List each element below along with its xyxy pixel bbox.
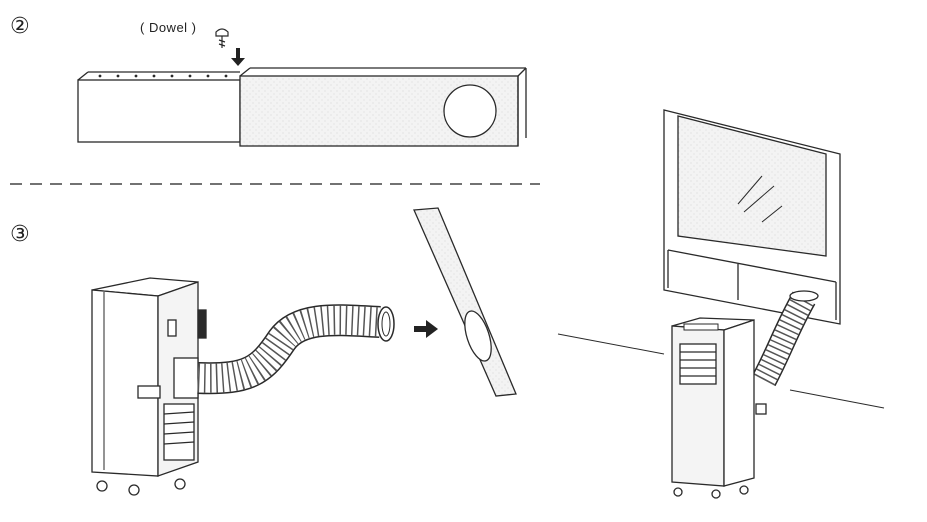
arrow-right-icon: [414, 320, 438, 338]
dowel-screw-icon: [215, 28, 229, 48]
arrow-down-icon: [231, 48, 245, 66]
window-slider-panel: [77, 67, 527, 147]
exhaust-hose: [197, 304, 395, 395]
wall-line: [557, 333, 885, 409]
step-3-label: ③: [10, 222, 30, 247]
dowel-holes: [98, 74, 228, 78]
window-frame: [663, 109, 841, 325]
installed-exhaust-hose: [752, 290, 819, 387]
step-2-label: ②: [10, 14, 30, 39]
dowel-label: ( Dowel ): [140, 20, 197, 35]
window-panel-with-hole: [413, 207, 517, 397]
portable-air-conditioner-right: [671, 317, 767, 499]
portable-air-conditioner-left: [91, 277, 207, 496]
